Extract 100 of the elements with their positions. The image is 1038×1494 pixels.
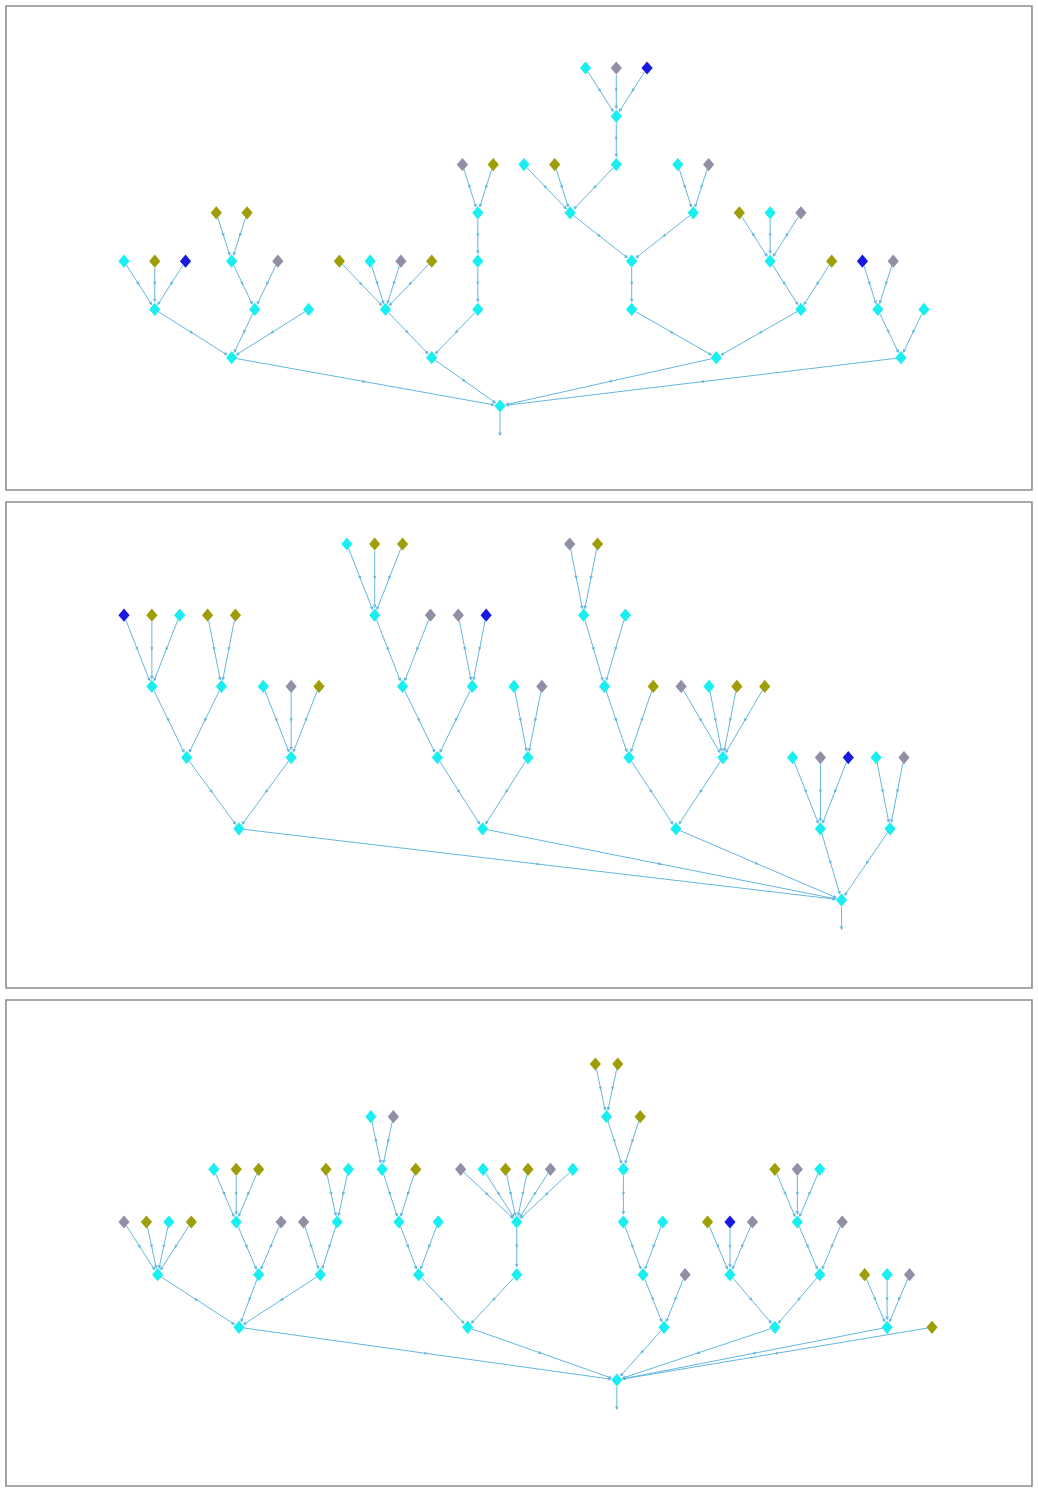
panel-frame (5, 999, 1033, 1487)
tree-node (472, 302, 484, 316)
tree-node (376, 1162, 388, 1176)
arrow (723, 691, 737, 752)
tree-node (670, 822, 682, 836)
tree-node (365, 1110, 377, 1124)
tree-node (675, 679, 687, 693)
arrow (485, 760, 526, 825)
arrow (793, 761, 819, 824)
tree-node (626, 254, 638, 268)
arrow (376, 548, 402, 611)
tree-node (791, 1162, 803, 1176)
tree-node (118, 254, 130, 268)
tree-node (285, 751, 297, 765)
arrow (902, 313, 923, 353)
tree-node (249, 302, 261, 316)
arrow (878, 265, 893, 304)
arrow (458, 620, 472, 681)
tree-node (564, 206, 576, 220)
arrow (217, 217, 231, 256)
arrow (605, 690, 628, 753)
tree-node (769, 1162, 781, 1176)
tree-node (795, 206, 807, 220)
tree-node (657, 1215, 669, 1229)
arrow (515, 1228, 519, 1268)
arrow (337, 1174, 348, 1217)
arrow (243, 828, 836, 901)
arrow (630, 690, 653, 753)
tree-node (626, 302, 638, 316)
arrow (188, 690, 220, 753)
tree-node (591, 537, 604, 551)
tree-node (842, 751, 854, 765)
arrow (188, 760, 237, 825)
tree-node (253, 1268, 265, 1282)
tree-node (431, 751, 443, 765)
tree-node (634, 1110, 646, 1124)
tree-node (233, 1320, 245, 1334)
tree-node (226, 254, 238, 268)
arrow (520, 1171, 571, 1219)
arrow (150, 621, 154, 680)
arrow (235, 311, 306, 356)
tree-node (658, 1320, 670, 1334)
tree-node (611, 1373, 623, 1387)
tree-node (522, 1162, 534, 1176)
tree-node (672, 158, 684, 172)
arrow (519, 1172, 549, 1218)
tree-node (118, 1215, 130, 1229)
tree-node (456, 158, 469, 172)
arrow (630, 267, 634, 303)
tree-node (341, 537, 353, 551)
tree-node (679, 1268, 691, 1282)
tree-node (870, 751, 882, 765)
tree-node (455, 1162, 467, 1176)
arrow (240, 1278, 258, 1323)
arrow (236, 358, 495, 407)
arrow (570, 548, 584, 610)
tree-node (320, 1162, 332, 1176)
arrow (383, 1173, 398, 1217)
tree-node (522, 751, 534, 765)
arrow (863, 265, 877, 304)
tree-node (836, 893, 848, 907)
tree-node (272, 254, 284, 268)
tree-node (610, 109, 622, 123)
arrow (708, 1225, 729, 1270)
arrow (506, 1174, 517, 1217)
arrow (421, 1277, 465, 1324)
tree-node (364, 254, 376, 268)
tree-node (369, 537, 381, 551)
tree-node (477, 822, 489, 836)
tree-node (549, 158, 561, 172)
arrow (233, 264, 253, 305)
arrow (233, 313, 254, 353)
tree-node (617, 1215, 629, 1229)
arrow (160, 1225, 190, 1271)
tree-node (257, 679, 269, 693)
tree-node (746, 1215, 759, 1229)
arrow (720, 311, 798, 356)
tree-node (836, 1215, 848, 1229)
arrow (463, 1171, 514, 1219)
tree-node (703, 158, 715, 172)
arrow (606, 1068, 618, 1111)
arrow (709, 691, 723, 752)
tree-node (210, 206, 222, 220)
arrow (876, 762, 890, 823)
arrow (289, 692, 293, 751)
arrow (624, 1120, 640, 1164)
tree-node (511, 1268, 523, 1282)
tree-node (536, 679, 548, 693)
tree-node (477, 1162, 489, 1176)
tree-node (724, 1215, 736, 1229)
tree-node (647, 679, 659, 693)
tree-node (241, 206, 253, 220)
arrow (822, 761, 847, 824)
tree-node (432, 1215, 444, 1229)
arrow (386, 265, 400, 304)
arrow (234, 1175, 238, 1215)
arrow (584, 619, 604, 681)
tree-node (480, 608, 492, 622)
tree-node (313, 679, 325, 693)
arrow (682, 689, 721, 754)
